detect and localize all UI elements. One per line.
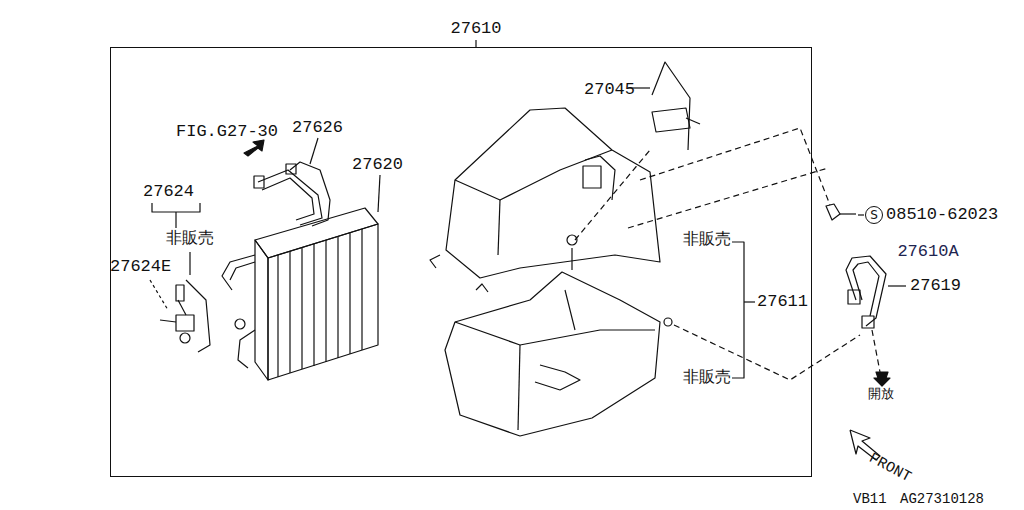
bracket xyxy=(732,242,744,378)
callout-label: 27626 xyxy=(292,118,343,138)
callout-label: 27624E xyxy=(110,257,171,277)
leader-line xyxy=(150,280,168,310)
bracket-part xyxy=(652,62,700,150)
callout-label: 27611 xyxy=(757,292,808,312)
leader-line xyxy=(310,138,318,164)
leader-line xyxy=(888,285,906,286)
callout-label: 非販売 xyxy=(166,230,214,248)
assembly-frame: 2761027610A xyxy=(110,47,812,477)
callout-label: VB11 xyxy=(853,491,887,507)
callout-label: 27045 xyxy=(584,80,635,100)
leader-line xyxy=(858,214,864,215)
callout-label: 非販売 xyxy=(683,231,731,249)
assembly-line xyxy=(575,128,880,380)
upper-case xyxy=(430,108,660,278)
callout-label: 非販売 xyxy=(683,369,731,387)
callout-label: 開放 xyxy=(868,388,894,403)
direction-arrow xyxy=(244,140,264,156)
callout-label: AG27310128 xyxy=(900,491,984,507)
callout-label: 27620 xyxy=(352,155,403,175)
direction-arrow xyxy=(874,372,890,386)
bracket xyxy=(152,203,200,212)
pipe xyxy=(846,256,886,328)
leader-line xyxy=(571,248,572,270)
leader-line xyxy=(175,212,176,228)
screw xyxy=(826,204,856,220)
leader-line xyxy=(378,175,380,212)
callout-label: 27619 xyxy=(910,276,961,296)
callout-label: 08510-62023 xyxy=(886,205,998,225)
lower-case xyxy=(445,272,672,436)
node-text: S xyxy=(870,209,878,221)
callout-label: FIG.G27-30 xyxy=(176,122,278,142)
node-text: 27610 xyxy=(450,19,501,38)
expansion-valve xyxy=(160,280,210,352)
evaporator xyxy=(222,208,378,380)
pipe xyxy=(254,162,330,226)
bracket xyxy=(744,301,755,302)
node-text: 27610A xyxy=(897,243,958,262)
callout-label: 27624 xyxy=(143,182,194,202)
symbol-circle: S xyxy=(865,206,883,224)
leader-line xyxy=(475,40,476,47)
leader-line xyxy=(189,252,190,275)
callout-label: FRONT xyxy=(866,450,914,486)
